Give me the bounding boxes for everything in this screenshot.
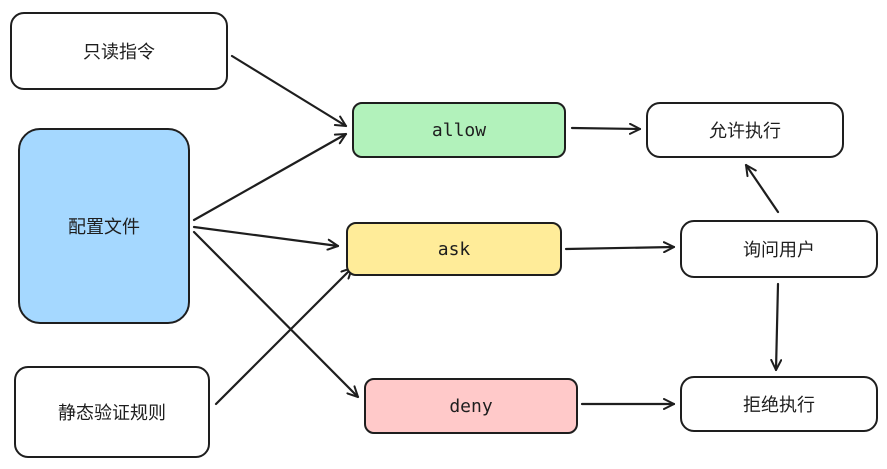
node-deny: deny [364, 378, 578, 434]
edge-ask-to-ask-user [564, 241, 676, 254]
edge-config-to-allow [192, 132, 348, 222]
edge-config-to-deny [192, 230, 360, 399]
node-deny-exec-label: 拒绝执行 [743, 395, 815, 416]
node-ask-label: ask [437, 238, 471, 260]
edge-ask-user-to-deny-exec [770, 282, 783, 372]
node-config-file-label: 配置文件 [68, 217, 140, 238]
node-deny-exec: 拒绝执行 [680, 376, 878, 432]
node-static-rules: 静态验证规则 [14, 366, 210, 458]
node-ask-user-label: 询问用户 [743, 240, 815, 261]
node-allow: allow [352, 102, 566, 158]
node-static-rules-label: 静态验证规则 [58, 403, 166, 424]
node-ask: ask [346, 222, 562, 276]
node-allow-exec: 允许执行 [646, 102, 844, 158]
node-readonly-commands-label: 只读指令 [83, 42, 155, 63]
node-readonly-commands: 只读指令 [10, 12, 228, 90]
node-ask-user: 询问用户 [680, 220, 878, 278]
edge-allow-to-allow-exec [570, 122, 642, 135]
edge-static-to-ask [214, 266, 354, 406]
edge-readonly-to-allow [230, 54, 348, 128]
edge-config-to-ask [192, 225, 340, 251]
edge-ask-user-to-allow-exec [744, 163, 780, 214]
node-deny-label: deny [449, 395, 493, 417]
node-config-file: 配置文件 [18, 128, 190, 324]
node-allow-label: allow [431, 119, 487, 141]
node-allow-exec-label: 允许执行 [709, 121, 781, 142]
